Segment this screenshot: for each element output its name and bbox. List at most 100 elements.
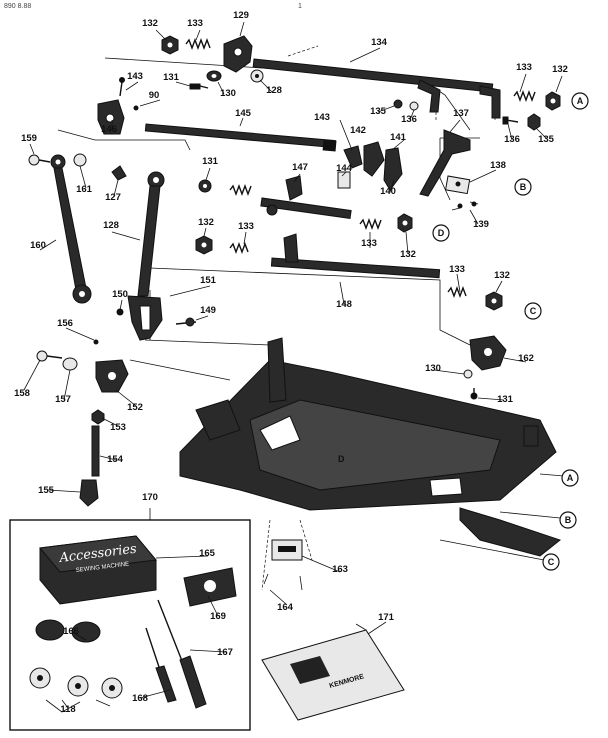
callout-label: 151 [200, 275, 217, 286]
callout-label: 130 [220, 88, 236, 99]
leader-dashed-2 [261, 519, 313, 591]
callout-label: 132 [198, 217, 214, 228]
callout-label: 128 [266, 85, 282, 96]
shaft-145 [144, 123, 337, 152]
screw-127 [111, 165, 127, 181]
nut-132-top-left [161, 35, 179, 55]
reference-circle [559, 511, 577, 529]
reference-marker: C [524, 302, 542, 320]
callout-label: 136 [401, 114, 417, 125]
screwdriver-167 [157, 599, 207, 709]
washer-130-lower [463, 369, 473, 379]
screw-135-mid [393, 99, 403, 109]
callout-label: 144 [336, 163, 353, 174]
callout-label: 129 [233, 10, 249, 21]
callout-label: 127 [105, 192, 121, 203]
spring-133-lower [447, 286, 467, 298]
callout-label: 133 [238, 221, 254, 232]
screws-164 [263, 573, 303, 591]
plate-163 [271, 539, 303, 561]
callout-label: 150 [112, 289, 128, 300]
screw-153 [91, 409, 105, 425]
callout-label: 154 [107, 454, 124, 465]
callout-label: 141 [390, 132, 407, 143]
callout-label: 118 [60, 704, 75, 715]
callout-label: 133 [187, 18, 203, 29]
screw-139 [451, 201, 479, 211]
nut-132-mid-right [397, 213, 413, 233]
callout-label: 159 [21, 133, 37, 144]
callout-label: 169 [210, 611, 226, 622]
screw-156 [93, 339, 99, 345]
callout-label: 133 [516, 62, 532, 73]
reference-marker: A [561, 469, 579, 487]
callout-label: 137 [453, 108, 469, 119]
callout-label: 131 [202, 156, 219, 167]
callout-label: 164 [277, 602, 294, 613]
nut-132-top-right [545, 91, 561, 111]
callout-label: 135 [538, 134, 555, 145]
callout-label: 132 [494, 270, 510, 281]
bar-154 [91, 425, 100, 477]
reference-letter: B [565, 515, 572, 525]
reference-letter: A [577, 96, 584, 106]
callout-leaders [23, 21, 563, 709]
callout-label: 168 [132, 693, 148, 704]
nut-132-mid [195, 235, 213, 255]
callout-label: 160 [30, 240, 46, 251]
plate-138 [444, 175, 471, 195]
shaft-134 [252, 58, 501, 119]
washer-161 [73, 153, 87, 167]
spring-133-mid [229, 184, 252, 196]
reference-letter: C [548, 557, 555, 567]
bobbins-118 [29, 667, 123, 713]
callout-label: 167 [217, 647, 233, 658]
callout-label: 140 [380, 186, 396, 197]
callout-label: 143 [127, 71, 143, 82]
callout-label: 139 [473, 219, 489, 230]
card-169 [183, 567, 237, 607]
callout-label: 161 [76, 184, 93, 195]
accessories-box-170 [9, 508, 251, 731]
reference-letter: B [520, 182, 527, 192]
callout-label: 152 [127, 402, 143, 413]
accessory-tin-165: Accessories SEWING MACHINE [39, 535, 157, 605]
callout-label: 156 [57, 318, 73, 329]
washer-136-mid [409, 101, 419, 111]
bracket-162 [469, 335, 507, 371]
callout-label: 130 [425, 363, 441, 374]
reference-marker: B [514, 178, 532, 196]
callout-label: 162 [518, 353, 534, 364]
callout-label: 146 [101, 124, 117, 135]
screw-90 [133, 105, 139, 111]
callout-label: 145 [235, 108, 252, 119]
header-left-text: 890 8.88 [4, 3, 31, 10]
spring-133-top-left [185, 38, 211, 50]
callout-label: 155 [38, 485, 55, 496]
reference-circle [571, 92, 589, 110]
base-leader-lines [129, 359, 565, 561]
instruction-book-171: KENMORE [261, 623, 405, 721]
washer-157 [62, 357, 78, 371]
discs-166 [35, 619, 101, 643]
callout-label: 148 [336, 299, 352, 310]
assembly-outline-lower [144, 267, 471, 346]
washer-130-top [206, 70, 222, 82]
screw-143-top [119, 77, 125, 97]
callout-label: 153 [110, 422, 126, 433]
lever-128 [127, 171, 165, 341]
callout-label: 170 [142, 492, 158, 503]
foot-155 [79, 479, 99, 507]
reference-circle [561, 469, 579, 487]
callout-label: 133 [449, 264, 465, 275]
spring-133-top-right [513, 90, 536, 102]
reference-marker: A [571, 92, 589, 110]
header-mid-text: 1 [298, 3, 302, 10]
screw-149 [175, 317, 197, 327]
callout-label: 90 [149, 90, 160, 101]
callout-label: 132 [400, 249, 416, 260]
bracket-129 [223, 35, 253, 73]
